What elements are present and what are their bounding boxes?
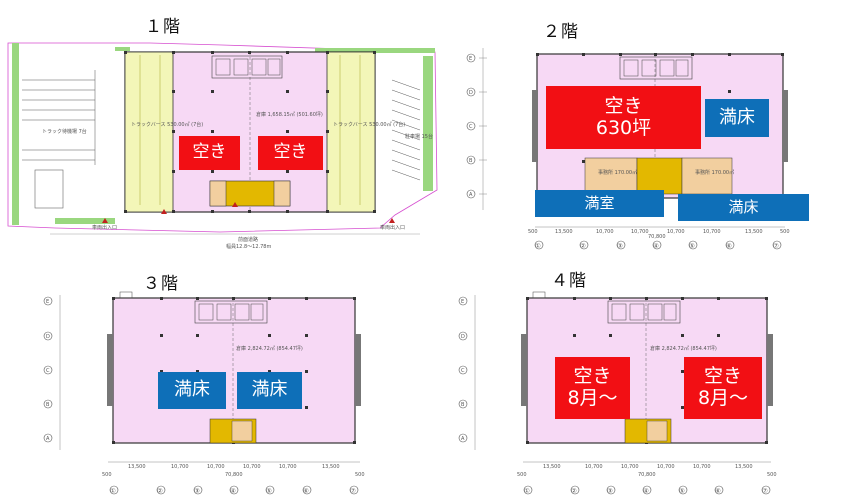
f3-full-badge-left: 満床 [158,372,226,409]
f3-dim-6: 13,500 [322,464,340,470]
f4-warehouse-label: 倉庫 2,824.72㎡ (854.47坪) [650,345,717,352]
f3-col-7: ⑦ [350,487,356,495]
f3-row-d: D [46,334,50,340]
f2-vacancy-badge: 空き 630坪 [546,86,701,149]
row-label-a: A [469,192,473,198]
floor-3-plan: E D C B A 倉庫 2,824.72㎡ (854.47坪) 500 13,… [43,291,365,495]
floor-2-plan: E D C B A 事務所 170.00㎡ 事務所 170.00㎡ 500 13… [466,48,790,250]
f3-edge-dim-right: 500 [355,472,365,478]
f4-row-d: D [461,334,465,340]
f4-dim-3: 10,700 [621,464,639,470]
f4-col-1: ① [524,487,530,495]
f2-dim-2: 10,700 [596,229,614,235]
f4-col-4: ④ [643,487,649,495]
f4-row-c: C [461,368,465,374]
f4-dim-1: 13,500 [543,464,561,470]
f2-dim-4: 10,700 [667,229,685,235]
f3-warehouse-label: 倉庫 2,824.72㎡ (854.47坪) [236,345,303,352]
f2-edge-dim: 500 [528,229,538,235]
road-width-label: 幅員12.8～12.78m [226,243,271,250]
row-label-d: D [469,90,473,96]
f4-dim-total: 70,800 [638,472,656,478]
f1-vacancy-badge-right: 空き [258,136,323,170]
f4-dim-6: 13,500 [735,464,753,470]
vehicle-entrance-right: 車両出入口 [380,224,405,231]
f2-col-2: ② [580,242,586,250]
f3-full-badge-right: 満床 [237,372,302,409]
f4-vacancy-badge-right: 空き 8月～ [684,357,762,419]
f4-col-2: ② [571,487,577,495]
f4-col-6: ⑥ [715,487,721,495]
row-label-e: E [469,56,472,62]
f2-dim-total: 70,800 [648,234,666,240]
floor-2-title: ２階 [543,22,579,42]
f4-row-b: B [461,402,465,408]
f2-dim-1: 13,500 [555,229,573,235]
f3-edge-dim: 500 [102,472,112,478]
truck-berth-left-label: トラックバース 530.00㎡ (7台) [131,121,203,128]
f2-full-office-badge: 満室 [535,190,664,217]
f2-full-badge-right-lower: 満床 [678,194,809,221]
f2-office-right-label: 事務所 170.00㎡ [695,169,734,176]
parking-label: 駐車場 15台 [405,133,433,140]
f4-row-e: E [461,299,464,305]
floor-3-title: ３階 [143,274,179,294]
f2-dim-6: 13,500 [745,229,763,235]
truck-wait-label: トラック待機場 7台 [42,128,87,135]
f4-row-a: A [461,436,465,442]
f3-dim-1: 13,500 [128,464,146,470]
f3-col-1: ① [110,487,116,495]
f4-edge-dim: 500 [517,472,527,478]
f3-dim-5: 10,700 [279,464,297,470]
f4-col-7: ⑦ [762,487,768,495]
f3-dim-3: 10,700 [207,464,225,470]
front-road-label: 前面道路 [238,236,258,243]
f3-dim-2: 10,700 [171,464,189,470]
row-label-b: B [469,158,473,164]
f2-dim-3: 10,700 [631,229,649,235]
f4-dim-5: 10,700 [693,464,711,470]
floor-1-title: １階 [145,17,181,37]
f3-col-3: ③ [194,487,200,495]
f2-col-6: ⑥ [726,242,732,250]
f2-col-1: ① [535,242,541,250]
f3-dim-4: 10,700 [243,464,261,470]
row-label-c: C [469,124,473,130]
f3-dim-total: 70,800 [225,472,243,478]
f3-col-4: ④ [230,487,236,495]
f2-col-5: ⑤ [689,242,695,250]
f2-col-3: ③ [617,242,623,250]
f3-col-6: ⑥ [303,487,309,495]
f2-edge-dim-right: 500 [780,229,790,235]
f2-col-7: ⑦ [773,242,779,250]
f4-dim-2: 10,700 [585,464,603,470]
f3-row-c: C [46,368,50,374]
warehouse-f1-label: 倉庫 1,658.15㎡ (501.60坪) [256,111,323,118]
f1-vacancy-badge-left: 空き [179,136,240,170]
f4-vacancy-badge-left: 空き 8月～ [555,357,630,419]
f3-row-e: E [46,299,49,305]
floor-1-plan: トラック待機場 7台 駐車場 15台 トラックバース 530.00㎡ (7台) … [7,42,438,250]
f4-dim-4: 10,700 [657,464,675,470]
truck-berth-right-label: トラックバース 530.00㎡ (7台) [333,121,405,128]
f4-col-3: ③ [607,487,613,495]
f2-full-badge-right-upper: 満床 [705,99,769,137]
vehicle-entrance-left: 車両出入口 [92,224,117,231]
f3-col-5: ⑤ [266,487,272,495]
f3-row-b: B [46,402,50,408]
f4-col-5: ⑤ [679,487,685,495]
f2-dim-5: 10,700 [703,229,721,235]
floor-4-title: ４階 [551,271,587,291]
f3-row-a: A [46,436,50,442]
f4-edge-dim-right: 500 [767,472,777,478]
f2-office-left-label: 事務所 170.00㎡ [598,169,637,176]
f2-col-4: ④ [653,242,659,250]
f3-col-2: ② [157,487,163,495]
